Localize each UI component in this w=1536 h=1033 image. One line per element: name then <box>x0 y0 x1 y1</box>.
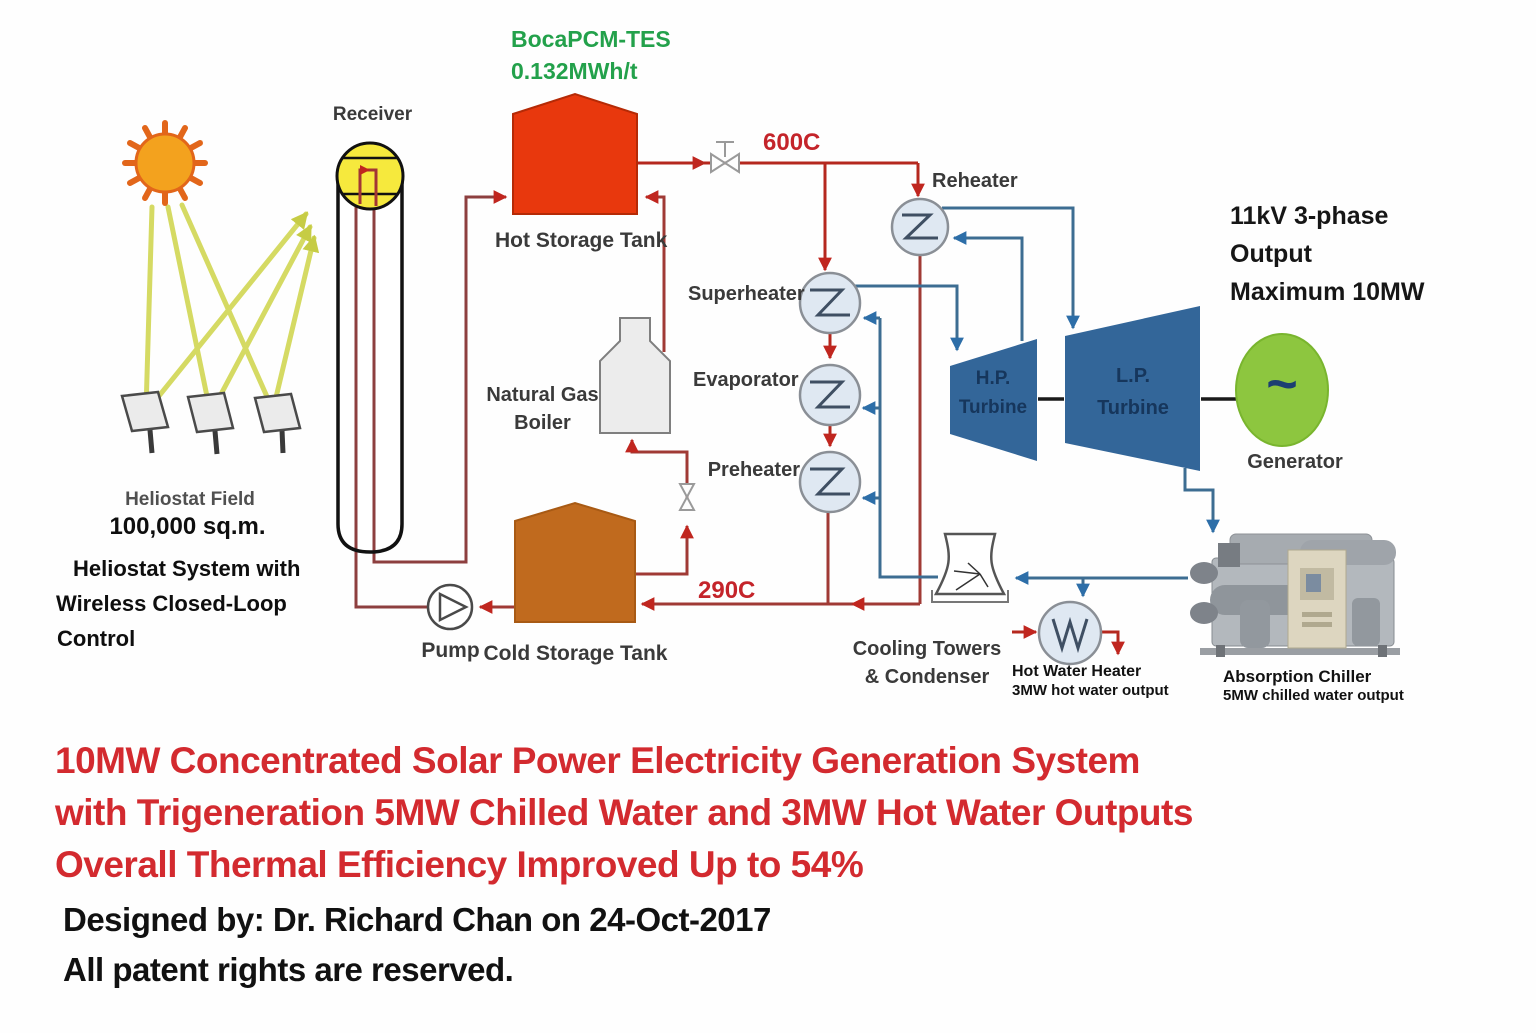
preheater-label: Preheater <box>707 459 800 481</box>
cold-tank-label: Cold Storage Tank <box>483 642 668 665</box>
heliostat-label-line4: Wireless Closed-Loop <box>56 591 287 616</box>
preheater-exchanger <box>798 450 862 514</box>
superheater-exchanger <box>798 271 862 335</box>
salt-return-pipes <box>478 190 922 614</box>
heliostat-label-line2: 100,000 sq.m. <box>109 513 266 540</box>
lp-turbine-shape <box>1065 306 1200 471</box>
temp-290c-label: 290C <box>698 577 756 604</box>
hot-water-heater-exchanger <box>1037 600 1103 666</box>
tes-label-line1: BocaPCM-TES <box>511 26 671 52</box>
cooling-tower <box>931 532 1009 603</box>
natural-gas-boiler-shape <box>599 317 671 434</box>
pump-label: Pump <box>421 639 480 662</box>
valve-boiler-feed <box>678 483 696 511</box>
hot-water-heater-label-line1: Hot Water Heater <box>1012 663 1142 680</box>
solar-beams <box>143 202 320 416</box>
cooling-label-line1: Cooling Towers <box>852 638 1002 660</box>
cold-storage-tank-shape <box>514 501 636 623</box>
receiver-ball <box>335 141 405 211</box>
lp-turbine-label-line2: Turbine <box>1097 397 1169 419</box>
superheater-label: Superheater <box>688 283 805 305</box>
pipe-tower-to-hot-tank <box>372 190 508 564</box>
pipe-condensate-riser <box>878 318 938 579</box>
credit-line2: All patent rights are reserved. <box>63 951 514 988</box>
pipe-cold-tank-to-valve <box>635 524 694 576</box>
pipe-reheater-to-lp <box>942 206 1080 330</box>
boiler-label-line1: Natural Gas <box>486 384 599 406</box>
evaporator-label: Evaporator <box>693 369 799 391</box>
fan-icon <box>953 562 989 591</box>
heliostat-label-line3: Heliostat System with <box>73 556 301 581</box>
hot-water-heater-label-line2: 3MW hot water output <box>1012 682 1169 699</box>
pipe-pump-to-tower <box>354 200 428 609</box>
generator-symbol: ~ <box>1266 354 1298 414</box>
steam-pipes <box>852 206 1220 598</box>
output-label-line2: Output <box>1230 240 1312 268</box>
pipe-hot-water-out <box>1102 630 1125 656</box>
generator-label: Generator <box>1247 451 1343 473</box>
credit-line1: Designed by: Dr. Richard Chan on 24-Oct-… <box>63 901 771 938</box>
reheater-label: Reheater <box>932 170 1018 192</box>
tes-label-line2: 0.132MWh/t <box>511 58 638 84</box>
hp-turbine-label-line1: H.P. <box>975 368 1011 389</box>
chiller-label-line1: Absorption Chiller <box>1223 667 1372 686</box>
boiler-label-line2: Boiler <box>514 412 571 434</box>
hp-turbine-shape <box>950 339 1037 461</box>
receiver-tower <box>335 141 508 609</box>
pipe-superheater-to-hp <box>852 284 964 352</box>
absorption-chiller-image <box>1190 533 1400 657</box>
generator-shape <box>1235 333 1329 447</box>
pipe-boiler-to-hot-tank <box>644 190 666 352</box>
chiller-label-line2: 5MW chilled water output <box>1223 687 1404 704</box>
pipe-hp-to-reheater <box>952 231 1024 341</box>
heliostat-label-line5: Control <box>57 626 136 651</box>
hp-turbine-label-line2: Turbine <box>958 397 1028 418</box>
pump-icon <box>426 583 474 631</box>
evaporator-exchanger <box>798 363 862 427</box>
heliostat-label-line1: Heliostat Field <box>125 489 255 510</box>
pipe-lp-to-chiller <box>1183 468 1220 534</box>
output-label-line1: 11kV 3-phase <box>1230 202 1389 230</box>
reheater-exchanger <box>890 197 950 257</box>
title-line1: 10MW Concentrated Solar Power Electricit… <box>55 740 1140 781</box>
hot-tank-label: Hot Storage Tank <box>495 229 668 252</box>
pipe-valve-to-boiler <box>625 438 689 508</box>
heliostat-mirrors <box>120 390 302 455</box>
output-label-line3: Maximum 10MW <box>1230 278 1425 306</box>
receiver-label: Receiver <box>332 104 413 125</box>
hot-storage-tank-shape <box>512 92 638 215</box>
temp-600c-label: 600C <box>763 129 821 156</box>
lp-turbine-label-line1: L.P. <box>1115 365 1151 387</box>
cooling-label-line2: & Condenser <box>864 666 990 688</box>
title-line2: with Trigeneration 5MW Chilled Water and… <box>55 792 1193 833</box>
sun-icon <box>122 120 208 206</box>
valve-600c <box>710 141 740 174</box>
title-line3: Overall Thermal Efficiency Improved Up t… <box>55 844 864 885</box>
